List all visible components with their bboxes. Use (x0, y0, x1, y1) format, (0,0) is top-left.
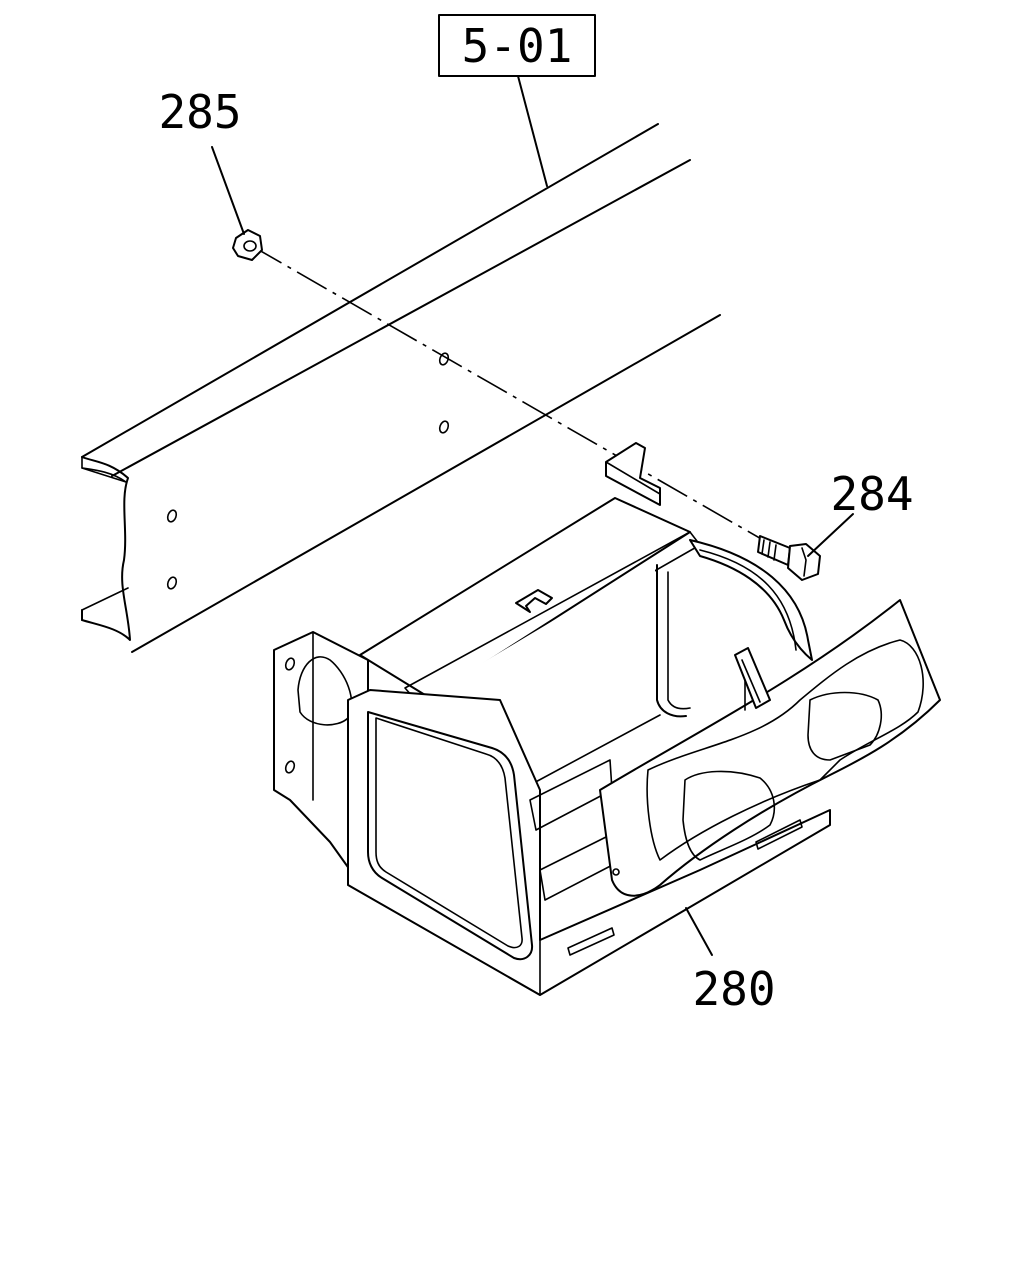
rail-cut-end (81, 456, 131, 641)
rail-top-edge (81, 123, 659, 458)
callout-label-bracket[interactable]: 280 (692, 962, 775, 1016)
rear-upright (656, 564, 687, 718)
hold-down-cutout-2 (807, 691, 882, 761)
rail-hole-1 (166, 509, 178, 523)
battery-bracket-280[interactable] (273, 442, 941, 996)
callout-label-nut[interactable]: 285 (158, 85, 241, 139)
left-plate-boss (297, 656, 353, 726)
rail-hole-4 (438, 420, 450, 434)
reference-box-label: 5-01 (462, 19, 573, 73)
rear-loop-outer (689, 539, 813, 661)
upper-mount-tab (605, 442, 661, 506)
flange-nut-icon (232, 229, 263, 261)
hold-down-cutout-1 (682, 770, 776, 861)
clip-icon (515, 589, 553, 613)
bracket-leader-line (685, 907, 713, 956)
nut-285[interactable] (232, 229, 263, 261)
reference-box[interactable]: 5-01 (438, 14, 596, 77)
frame-rail (80, 123, 721, 653)
rail-top-inner-edge (111, 159, 691, 477)
rail-hole-2 (166, 576, 178, 590)
rail-bottom-edge (131, 314, 721, 653)
rail-hole-3 (438, 352, 450, 366)
callout-label-bolt[interactable]: 284 (830, 467, 913, 521)
hook-bolt-icon (734, 647, 771, 709)
reference-leader-line (517, 75, 548, 187)
fastener-centerline (251, 245, 771, 545)
nut-leader-line (211, 146, 245, 235)
front-window-panel (367, 711, 534, 961)
bolt-leader-line (807, 513, 854, 557)
